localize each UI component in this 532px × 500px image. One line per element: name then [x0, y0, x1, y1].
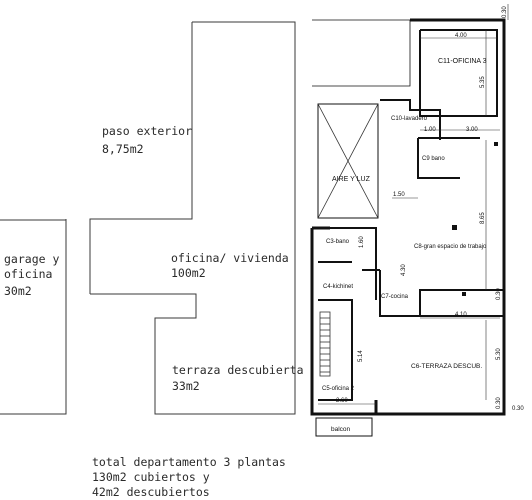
- outer-wall-right: [374, 18, 506, 416]
- room-c3-label: C3-bano: [326, 239, 350, 245]
- terraza-area: 33m2: [172, 379, 200, 393]
- room-c5-label: C5-oficina 2: [322, 386, 355, 392]
- dimension-lines: [318, 4, 509, 405]
- c5-wall: [318, 299, 353, 401]
- dim-030b: 0.30: [496, 397, 502, 409]
- garage-label-line2: oficina: [4, 267, 52, 281]
- summary-line-1: total departamento 3 plantas: [92, 455, 286, 469]
- room-c4-label: C4-kichinet: [323, 284, 353, 290]
- room-c8-label: C8-gran espacio de trabajo: [414, 244, 487, 250]
- garage-area: 30m2: [4, 284, 32, 298]
- room-c6-label: C6-TERRAZA DESCUB.: [411, 363, 482, 370]
- dim-300: 3.00: [466, 127, 478, 133]
- dim-514: 5.14: [358, 350, 364, 362]
- c11-wall: [419, 29, 498, 117]
- room-c7-label: C7-cocina: [381, 294, 409, 300]
- summary-line-2: 130m2 cubiertos y: [92, 470, 210, 484]
- c3-wall: [318, 227, 377, 300]
- paso-exterior-label: paso exterior: [102, 124, 192, 138]
- upper-left-outline: [312, 19, 411, 87]
- dim-top: 0.30: [502, 6, 508, 18]
- aire-y-luz-outline: [317, 103, 379, 219]
- dim-535: 5.35: [480, 76, 486, 88]
- dim-410: 4.10: [455, 312, 467, 318]
- room-c11-label: C11-OFICINA 3: [438, 58, 487, 65]
- balcon-outline: [315, 417, 373, 437]
- summary-line-3: 42m2 descubiertos: [92, 485, 210, 499]
- dim-260: 2.60: [336, 398, 348, 404]
- dim-030a: 0.30: [496, 288, 502, 300]
- dim-030c: 0.30: [512, 406, 524, 412]
- garage-outline: [0, 219, 67, 415]
- room-aire-label: AIRE Y LUZ: [332, 176, 371, 183]
- paso-exterior-outline: [90, 21, 296, 415]
- oficina-vivienda-outline: [89, 22, 193, 294]
- sketch-outlines: [0, 21, 296, 415]
- room-c10-label: C10-lavadero: [391, 116, 428, 122]
- plan-walls: [310, 18, 506, 437]
- oficina-vivienda-label: oficina/ vivienda: [171, 251, 289, 265]
- dim-160: 1.60: [359, 236, 365, 248]
- c7-wall: [379, 270, 504, 317]
- aire-y-luz-cross: [317, 103, 379, 219]
- paso-exterior-area: 8,75m2: [102, 142, 144, 156]
- dim-100: 1.00: [424, 127, 436, 133]
- terraza-label: terraza descubierta: [172, 363, 304, 377]
- c10-wall: [380, 99, 441, 140]
- room-balcon-label: balcon: [331, 426, 351, 433]
- dim-400: 4.00: [455, 33, 467, 39]
- garage-label-line1: garage y: [4, 252, 59, 266]
- fixtures: [452, 142, 498, 296]
- dim-530: 5.30: [496, 348, 502, 360]
- dim-430: 4.30: [401, 264, 407, 276]
- stairs: [319, 311, 331, 377]
- c9-wall: [417, 138, 460, 179]
- room-c9-label: C9 bano: [422, 156, 445, 162]
- outer-wall-left: [310, 228, 376, 416]
- dim-865: 8.65: [480, 212, 486, 224]
- dim-150: 1.50: [393, 192, 405, 198]
- oficina-vivienda-area: 100m2: [171, 266, 206, 280]
